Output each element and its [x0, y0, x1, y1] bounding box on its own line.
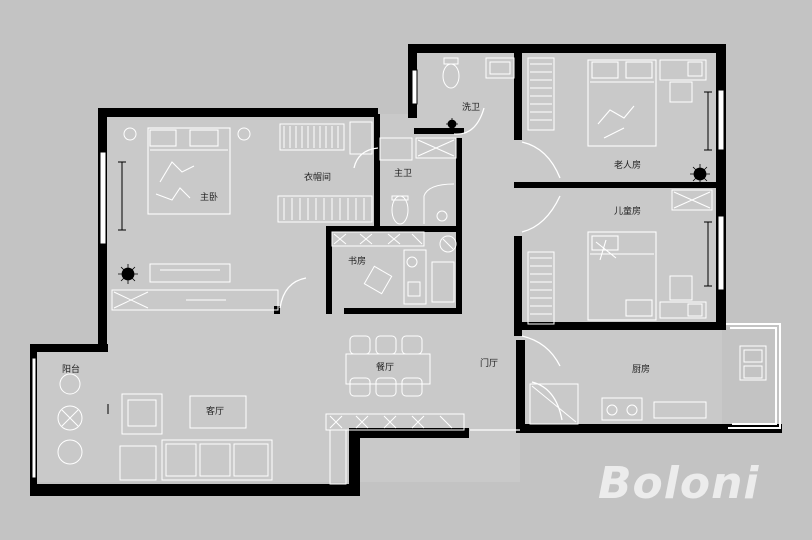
study-furniture: [363, 249, 427, 305]
wardrobes: [111, 57, 555, 485]
living-furniture: [57, 373, 273, 481]
doors: [279, 107, 563, 431]
label-cloakroom: 衣帽间: [304, 171, 331, 183]
boloni-watermark-logo: Boloni: [598, 458, 760, 509]
floor-area: [34, 50, 722, 482]
beds: [147, 59, 657, 321]
label-master-bath: 主卫: [394, 167, 412, 179]
label-elder-room: 老人房: [614, 159, 641, 171]
kitchen-corner-window: [726, 323, 781, 429]
label-study: 书房: [348, 255, 366, 267]
label-living-room: 客厅: [206, 405, 224, 417]
label-child-room: 儿童房: [614, 205, 641, 217]
bedroom-furniture: [123, 59, 713, 319]
plants: [118, 118, 710, 284]
label-master-bedroom: 主卧: [200, 191, 218, 203]
interior-walls: [274, 50, 722, 336]
windows: [31, 69, 725, 479]
label-dining: 餐厅: [376, 361, 394, 373]
label-bathroom: 洗卫: [462, 101, 480, 113]
label-balcony: 阳台: [62, 363, 80, 375]
bathroom-fixtures: [379, 57, 515, 303]
label-entrance: 门厅: [480, 357, 498, 369]
dimension-lines: [107, 91, 712, 414]
label-kitchen: 厨房: [632, 363, 650, 375]
kitchen-fixtures: [529, 345, 767, 425]
dining-set: [345, 335, 431, 397]
